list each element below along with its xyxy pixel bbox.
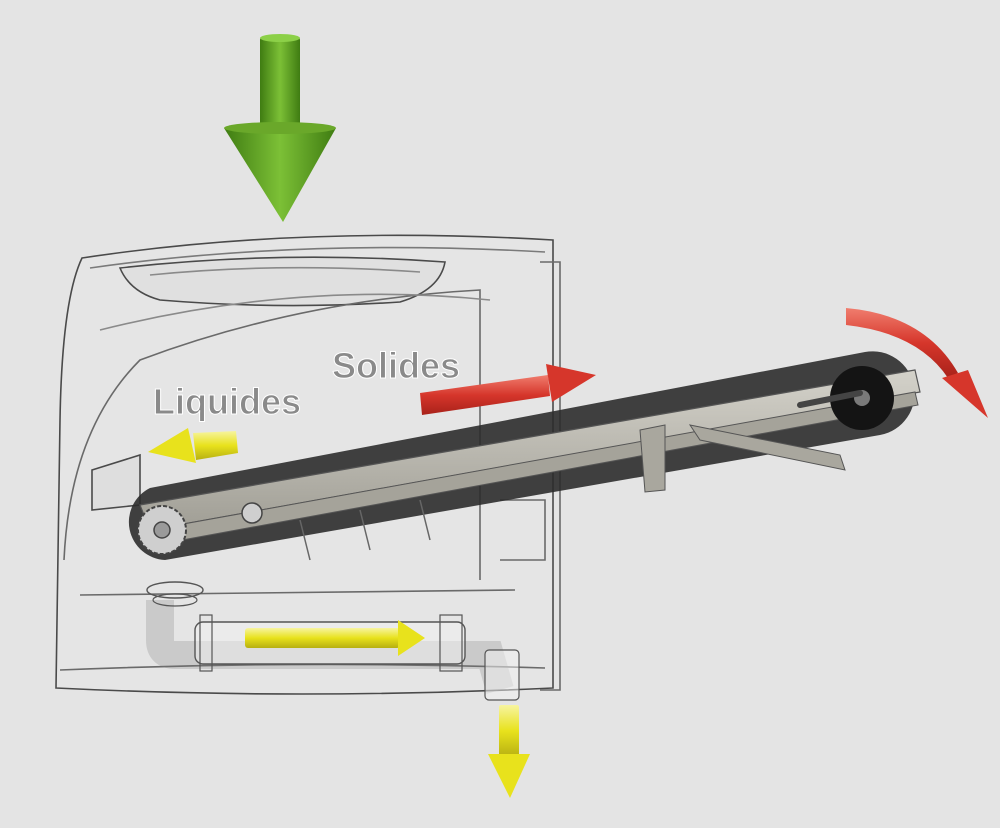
inlet-arrow-icon xyxy=(224,34,336,222)
conveyor xyxy=(128,351,921,561)
drain-arrow-icon xyxy=(488,705,530,798)
pipe-flow-arrow-icon xyxy=(245,620,425,656)
solids-arrow-icon xyxy=(420,364,596,415)
liquids-label: Liquides xyxy=(153,381,301,422)
rotation-arrow-icon xyxy=(846,308,988,418)
solids-label: Solides xyxy=(332,345,460,386)
liquids-arrow-icon xyxy=(148,428,238,463)
